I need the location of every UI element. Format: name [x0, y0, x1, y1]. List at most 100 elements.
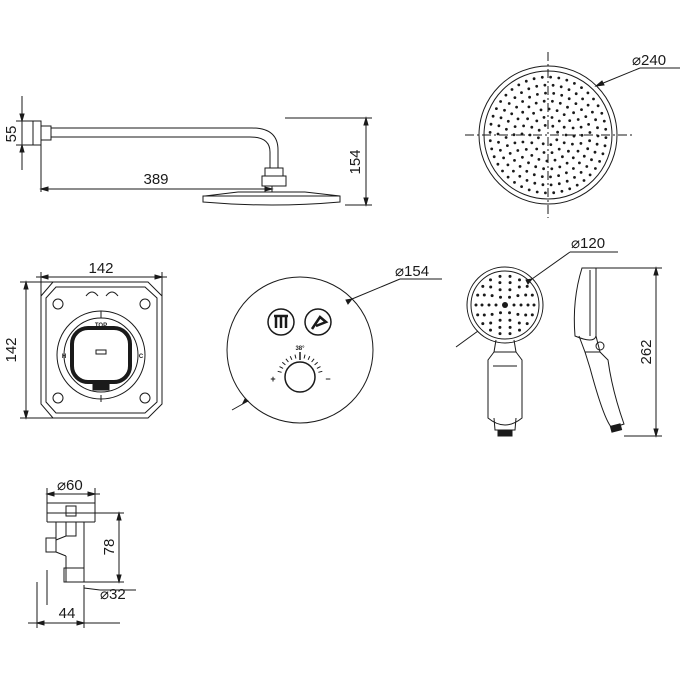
nozzle-dot	[501, 169, 504, 173]
nozzle-dot	[520, 185, 523, 189]
mounting-box-view	[20, 272, 167, 420]
nozzle-dot	[481, 284, 485, 288]
nozzle-dot	[604, 136, 608, 140]
nozzle-dot	[537, 158, 541, 161]
nozzle-dot	[474, 303, 478, 307]
plus-label: +	[270, 374, 275, 384]
dim-arm-total-height: 154	[347, 149, 364, 174]
head-nozzles	[488, 75, 608, 195]
nozzle-dot	[582, 154, 586, 158]
nozzle-dot	[519, 303, 523, 307]
nozzle-dot	[535, 147, 539, 151]
nozzle-dot	[513, 141, 517, 145]
nozzle-dot	[512, 133, 516, 137]
nozzle-dot	[489, 285, 493, 289]
temperature-knob	[284, 361, 316, 393]
nozzle-dot	[568, 119, 572, 122]
temp-tick	[294, 354, 297, 359]
arm-top-line	[51, 127, 279, 168]
nozzle-dot	[498, 274, 502, 278]
nozzle-dot	[488, 139, 492, 143]
nozzle-dot	[598, 160, 601, 163]
nozzle-dot	[489, 122, 493, 126]
nozzle-dot	[512, 303, 516, 307]
leader-154	[351, 278, 401, 300]
mount-hole	[139, 298, 151, 310]
nozzle-dot	[552, 191, 556, 195]
swivel-nut	[261, 175, 287, 187]
nozzle-dot	[562, 141, 566, 145]
temp-tick	[316, 366, 321, 369]
nozzle-dot	[480, 303, 484, 307]
box-top-label: TOP	[95, 323, 107, 329]
nozzle-dot	[504, 93, 508, 97]
nozzle-dot	[544, 91, 547, 95]
nozzle-dot	[490, 312, 494, 316]
dim-elbow-diameter: ⌀60	[57, 477, 83, 494]
nozzle-dot	[539, 108, 543, 112]
hand-nozzles	[474, 274, 536, 336]
nozzle-dot	[574, 92, 578, 96]
nozzle-dot	[551, 124, 555, 128]
nozzle-dot	[557, 76, 561, 80]
nozzle-dot	[506, 144, 509, 148]
nozzle-dot	[498, 325, 502, 329]
nozzle-dot	[551, 83, 555, 87]
nozzle-dot	[518, 174, 522, 178]
nozzle-dot	[545, 159, 549, 163]
nozzle-dot	[513, 125, 517, 128]
nozzle-dot	[576, 149, 580, 153]
button-head-shower	[267, 308, 295, 336]
nozzle-dot	[549, 75, 552, 79]
temperature-scale	[277, 354, 323, 373]
nozzle-dot	[498, 332, 502, 336]
nozzle-dot	[551, 99, 554, 103]
nozzle-dot	[573, 176, 576, 179]
nozzle-dot	[524, 148, 528, 151]
hand-neck	[493, 339, 517, 353]
nozzle-dot	[530, 141, 534, 145]
nozzle-dot	[504, 136, 508, 139]
nozzle-dot	[476, 313, 480, 317]
box-cold-label: C	[139, 354, 144, 360]
nozzle-dot	[515, 105, 518, 109]
nozzle-dot	[513, 181, 516, 184]
nozzle-dot	[526, 303, 530, 307]
nozzle-dot	[516, 117, 520, 121]
nozzle-dot	[580, 133, 584, 137]
nozzle-dot	[508, 311, 511, 315]
nozzle-dot	[489, 328, 492, 332]
nozzle-dot	[490, 147, 494, 151]
nozzle-dot	[532, 173, 536, 177]
dim-hand-diameter: ⌀120	[571, 235, 605, 252]
nozzle-dot	[557, 119, 561, 123]
nozzle-dot	[522, 124, 525, 128]
nozzle-dot	[584, 115, 588, 118]
hand-side-head	[573, 267, 597, 341]
nozzle-dot	[586, 91, 590, 95]
nozzle-dot	[521, 100, 524, 103]
nozzle-dot	[510, 112, 514, 116]
temp-tick	[318, 370, 323, 373]
nozzle-dot	[482, 313, 486, 317]
nozzle-dot	[552, 92, 556, 95]
nozzle-dot	[540, 75, 544, 79]
nozzle-dot	[521, 155, 524, 159]
nozzle-dot	[565, 171, 568, 175]
nozzle-dot	[588, 173, 592, 177]
nozzle-dot	[498, 288, 502, 292]
valve-view	[226, 276, 442, 424]
nozzle-dot	[527, 87, 531, 91]
nozzle-dot	[600, 111, 604, 115]
nozzle-dot	[542, 167, 545, 171]
nozzle-dot	[560, 189, 564, 193]
nozzle-dot	[512, 169, 515, 173]
nozzle-dot	[594, 118, 597, 122]
nozzle-dot	[516, 294, 520, 298]
nozzle-dot	[526, 117, 529, 121]
shower-arm-view	[16, 96, 372, 207]
nozzle-dot	[508, 281, 512, 285]
nozzle-dot	[508, 295, 511, 299]
dim-head-diameter: ⌀240	[632, 52, 666, 69]
mount-hole	[52, 392, 64, 404]
